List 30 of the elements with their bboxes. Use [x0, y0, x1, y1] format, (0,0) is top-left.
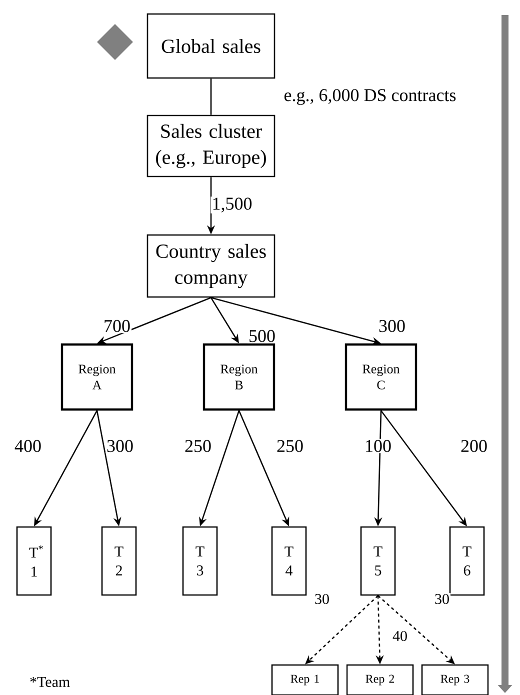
edge-label: 700 [102, 318, 132, 334]
edge-label: 40 [392, 630, 408, 642]
rep-box: Rep 2 [346, 664, 414, 695]
edge-label: 100 [364, 438, 392, 454]
process-box: Global sales [146, 13, 276, 79]
edge-label: 30 [434, 592, 450, 606]
rep-box: Rep 1 [271, 664, 339, 695]
edge-label: e.g., 6,000 DS contracts [282, 88, 458, 106]
edge-label: 200 [460, 438, 488, 454]
process-box: Sales cluster (e.g., Europe) [146, 114, 276, 178]
edge-label: 300 [106, 438, 134, 454]
region-box: Region A [60, 343, 134, 411]
team-box: T$^{*}$ 1 [16, 526, 52, 596]
team-box: T 4 [271, 526, 307, 596]
edge-label: 400 [14, 438, 42, 454]
team-box: T 3 [182, 526, 218, 596]
region-box: Region C [344, 343, 418, 411]
edge-label: 500 [248, 328, 276, 344]
rep-box: Rep 3 [421, 664, 489, 695]
edge-label: 30 [314, 592, 330, 606]
edge-label: 1,500 [210, 196, 254, 214]
footnote: *Team [30, 677, 70, 687]
team-box: T 2 [101, 526, 137, 596]
team-box: T 5 [360, 526, 396, 596]
edge-label: 300 [378, 318, 406, 334]
edge-label: 250 [184, 438, 212, 454]
process-box: Country sales company [146, 234, 276, 298]
edge-label: 250 [276, 438, 304, 454]
region-box: Region B [202, 343, 276, 411]
team-box: T 6 [449, 526, 485, 596]
